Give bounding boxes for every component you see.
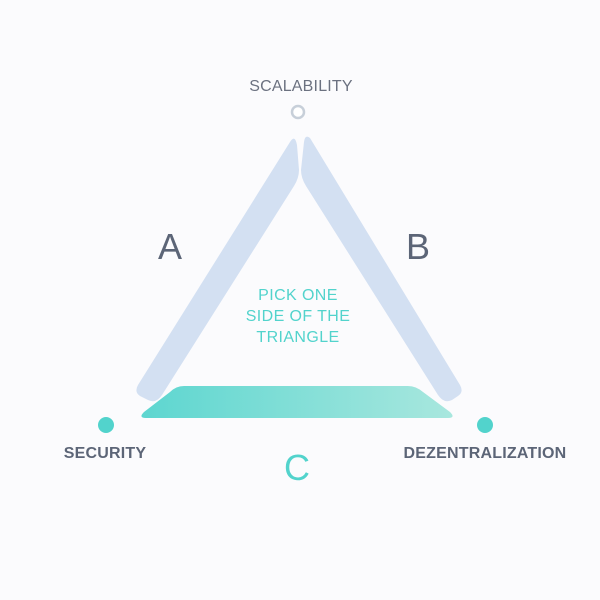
side-c-letter: C [284,447,310,488]
vertex-right-marker[interactable] [477,417,493,433]
vertex-left-marker[interactable] [98,417,114,433]
vertex-left-label: SECURITY [64,445,147,462]
side-b-bar[interactable] [301,136,462,402]
vertex-top-label: SCALABILITY [249,78,353,95]
side-c-bar[interactable] [141,386,453,418]
side-b-letter: B [406,226,430,267]
vertex-top-marker[interactable] [290,104,306,120]
center-text-line-1: PICK ONE [258,287,338,304]
side-a-bar[interactable] [136,138,299,402]
center-text-line-3: TRIANGLE [256,329,339,346]
side-a-letter: A [158,226,182,267]
vertex-right-label: DEZENTRALIZATION [404,445,567,462]
center-text-line-2: SIDE OF THE [246,308,351,325]
